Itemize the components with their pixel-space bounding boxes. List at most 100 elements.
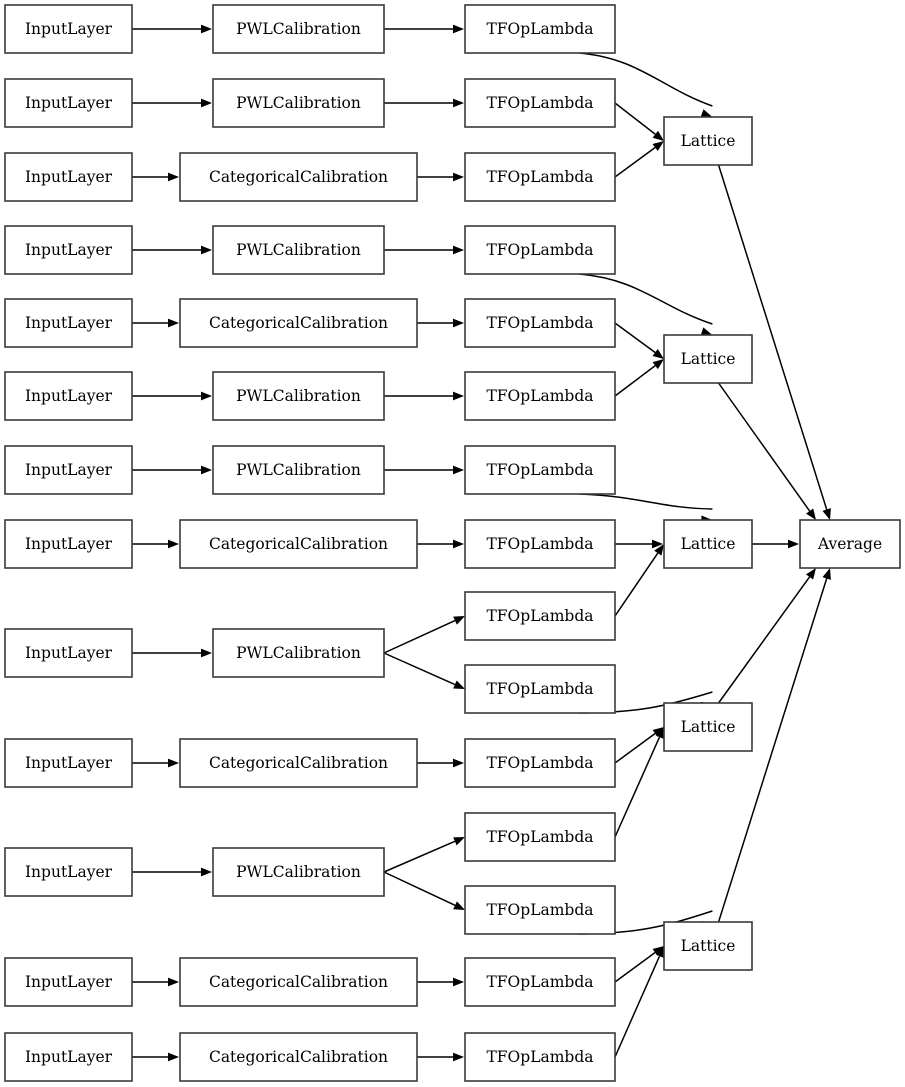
node-categoricalcalibration-cal13[interactable]: CategoricalCalibration [179,1032,418,1082]
node-lattice-lat2[interactable]: Lattice [663,334,753,384]
edge-arrowhead [788,539,799,549]
node-rect [4,628,133,678]
node-tfoplambda-lam14[interactable]: TFOpLambda [464,957,616,1007]
edge-arrowhead [453,837,465,846]
node-lattice-lat3[interactable]: Lattice [663,519,753,569]
edge-arrowhead [652,141,664,152]
edge-arrowhead [652,946,664,957]
node-rect [212,371,385,421]
node-rect [4,519,133,569]
node-pwlcalibration-cal9[interactable]: PWLCalibration [212,628,385,678]
node-lattice-lat1[interactable]: Lattice [663,116,753,166]
node-rect [464,885,616,935]
node-inputlayer-in3[interactable]: InputLayer [4,152,133,202]
edge-arrowhead [453,318,464,328]
node-rect [464,152,616,202]
edge-arrowhead [201,465,212,475]
node-rect [799,519,901,569]
node-tfoplambda-lam5[interactable]: TFOpLambda [464,298,616,348]
node-pwlcalibration-cal6[interactable]: PWLCalibration [212,371,385,421]
node-categoricalcalibration-cal5[interactable]: CategoricalCalibration [179,298,418,348]
node-inputlayer-in8[interactable]: InputLayer [4,519,133,569]
edge-in12-to-cal12 [132,977,179,987]
edge-arrowhead [201,245,212,255]
edge-arrowhead [453,465,464,475]
node-pwlcalibration-cal7[interactable]: PWLCalibration [212,445,385,495]
edge-arrowhead [453,1052,464,1062]
edge-lam2-to-lat1 [614,102,664,141]
edge-arrowhead [453,391,464,401]
edge-arrowhead [453,245,464,255]
node-rect [4,738,133,788]
node-tfoplambda-lam8[interactable]: TFOpLambda [464,519,616,569]
node-tfoplambda-lam9[interactable]: TFOpLambda [464,591,616,641]
edge-cal10-to-lam11 [417,758,464,768]
edge-arrowhead [453,172,464,182]
node-inputlayer-in11[interactable]: InputLayer [4,847,133,897]
edge-arrowhead [652,727,664,738]
edge-arrowhead [168,172,179,182]
edge-lam1-to-lat1 [578,52,713,118]
edge-cal11-to-lam13 [383,871,465,910]
node-inputlayer-in6[interactable]: InputLayer [4,371,133,421]
node-inputlayer-in9[interactable]: InputLayer [4,628,133,678]
node-categoricalcalibration-cal8[interactable]: CategoricalCalibration [179,519,418,569]
node-rect [179,519,418,569]
node-inputlayer-in13[interactable]: InputLayer [4,1032,133,1082]
node-average-avg[interactable]: Average [799,519,901,569]
node-rect [464,1032,616,1082]
edge-lam14-to-lat5 [614,946,664,983]
edge-arrowhead [806,508,816,520]
edge-in9-to-cal9 [132,648,212,658]
node-inputlayer-in12[interactable]: InputLayer [4,957,133,1007]
node-lattice-lat4[interactable]: Lattice [663,702,753,752]
node-inputlayer-in10[interactable]: InputLayer [4,738,133,788]
node-tfoplambda-lam3[interactable]: TFOpLambda [464,152,616,202]
node-rect [212,847,385,897]
node-categoricalcalibration-cal10[interactable]: CategoricalCalibration [179,738,418,788]
node-rect [464,957,616,1007]
edge-in13-to-cal13 [132,1052,179,1062]
node-tfoplambda-lam1[interactable]: TFOpLambda [464,4,616,54]
node-categoricalcalibration-cal12[interactable]: CategoricalCalibration [179,957,418,1007]
node-inputlayer-in4[interactable]: InputLayer [4,225,133,275]
node-pwlcalibration-cal4[interactable]: PWLCalibration [212,225,385,275]
node-tfoplambda-lam13[interactable]: TFOpLambda [464,885,616,935]
node-pwlcalibration-cal11[interactable]: PWLCalibration [212,847,385,897]
node-categoricalcalibration-cal3[interactable]: CategoricalCalibration [179,152,418,202]
edge-arrowhead [453,977,464,987]
edge-arrowhead [201,24,212,34]
edge-lam11-to-lat4 [614,727,664,764]
node-rect [4,152,133,202]
node-tfoplambda-lam12[interactable]: TFOpLambda [464,812,616,862]
edge-arrowhead [168,758,179,768]
node-tfoplambda-lam7[interactable]: TFOpLambda [464,445,616,495]
node-tfoplambda-lam11[interactable]: TFOpLambda [464,738,616,788]
edge-lat1-to-avg [717,164,831,520]
edge-in2-to-cal2 [132,98,212,108]
node-inputlayer-in1[interactable]: InputLayer [4,4,133,54]
node-tfoplambda-lam2[interactable]: TFOpLambda [464,78,616,128]
node-rect [464,664,616,714]
edge-cal11-to-lam12 [383,837,465,873]
node-inputlayer-in2[interactable]: InputLayer [4,78,133,128]
edge-lam8-to-lat3 [615,539,663,549]
node-inputlayer-in5[interactable]: InputLayer [4,298,133,348]
node-pwlcalibration-cal2[interactable]: PWLCalibration [212,78,385,128]
edge-in6-to-cal6 [132,391,212,401]
node-tfoplambda-lam15[interactable]: TFOpLambda [464,1032,616,1082]
edge-lat2-to-avg [717,382,816,520]
node-rect [179,738,418,788]
node-inputlayer-in7[interactable]: InputLayer [4,445,133,495]
node-rect [464,519,616,569]
node-tfoplambda-lam6[interactable]: TFOpLambda [464,371,616,421]
node-tfoplambda-lam10[interactable]: TFOpLambda [464,664,616,714]
node-lattice-lat5[interactable]: Lattice [663,921,753,971]
edge-arrowhead [700,109,713,118]
node-tfoplambda-lam4[interactable]: TFOpLambda [464,225,616,275]
edge-lam3-to-lat1 [614,141,664,178]
node-pwlcalibration-cal1[interactable]: PWLCalibration [212,4,385,54]
node-rect [179,152,418,202]
